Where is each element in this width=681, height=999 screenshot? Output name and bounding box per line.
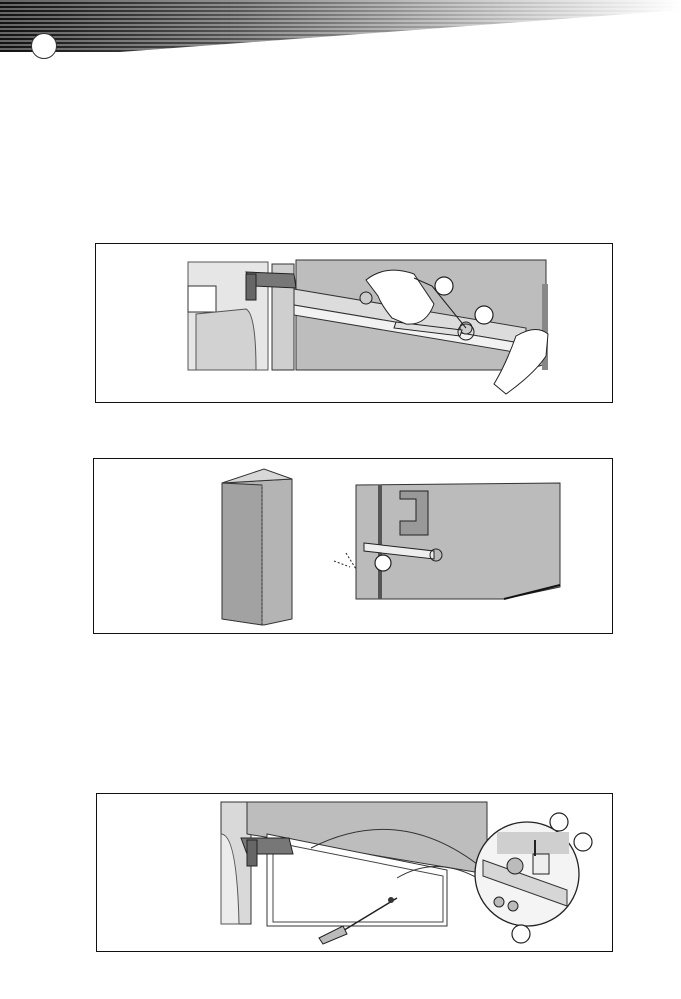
header-band <box>0 0 681 52</box>
hinge-adjustment-illustration <box>96 244 611 401</box>
appliance-cabinet-icon <box>222 469 292 625</box>
callout-2 <box>475 306 493 324</box>
callout-1 <box>435 277 453 295</box>
figure-hinge-adjustment <box>95 243 613 403</box>
callout-3 <box>512 925 530 943</box>
callout-2 <box>574 833 592 851</box>
hinge-screw-detail-illustration <box>97 794 611 950</box>
magnifier-detail-icon <box>475 822 579 926</box>
figure-door-panel-spacer <box>93 458 613 634</box>
callout-1 <box>550 813 568 831</box>
figure-hinge-screw-detail <box>96 793 613 952</box>
page-number-badge <box>31 33 57 59</box>
callout-1 <box>375 555 391 571</box>
door-panel-spacer-illustration <box>94 459 611 632</box>
